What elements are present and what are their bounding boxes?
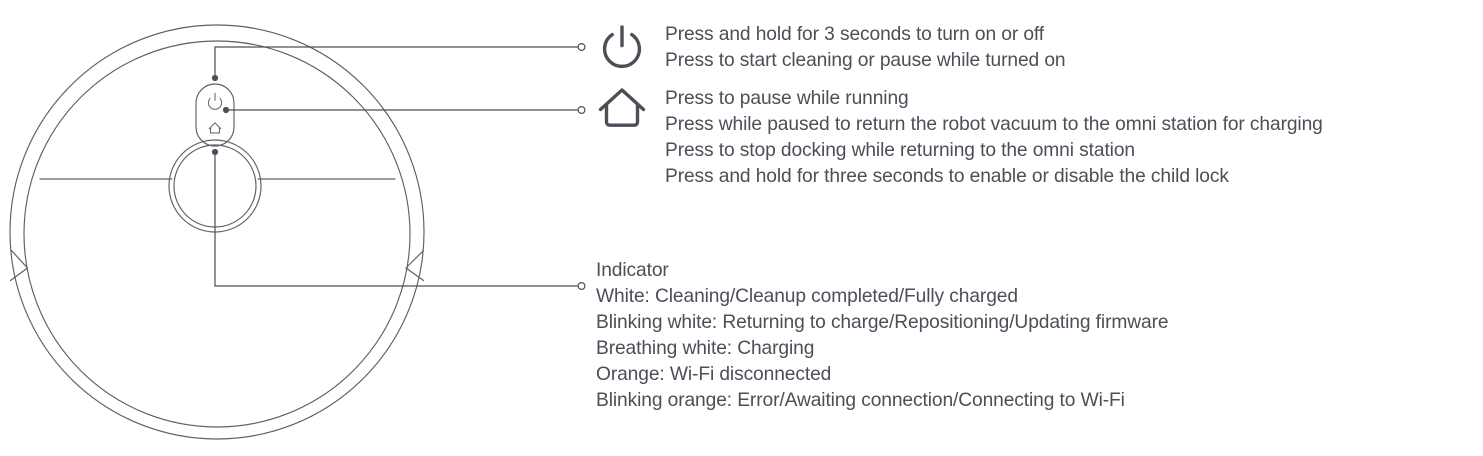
callout-home-text: Press to pause while running Press while… — [665, 86, 1323, 190]
leader-line-indicator — [214, 152, 578, 287]
callout-home-line-4: Press and hold for three seconds to enab… — [665, 166, 1229, 187]
panel-power-icon — [207, 92, 223, 110]
vacuum-bumper-outline — [23, 40, 411, 428]
callout-indicator-text: Indicator White: Cleaning/Cleanup comple… — [596, 258, 1169, 414]
bumper-notch-right — [405, 249, 425, 282]
callout-home-line-2: Press while paused to return the robot v… — [665, 114, 1323, 135]
home-icon — [598, 88, 646, 127]
power-icon — [602, 25, 642, 69]
callout-power-line-2: Press to start cleaning or pause while t… — [665, 50, 1066, 71]
leader-endpoint-home — [577, 105, 586, 114]
button-panel-outline — [195, 83, 235, 147]
leader-dot-power — [211, 74, 219, 82]
indicator-state-blinking-orange: Blinking orange: Error/Awaiting connecti… — [596, 390, 1125, 411]
leader-endpoint-indicator — [577, 282, 586, 291]
callout-power-text: Press and hold for 3 seconds to turn on … — [665, 22, 1066, 74]
panel-home-icon — [208, 122, 222, 134]
leader-dot-home — [222, 106, 230, 114]
leader-dot-indicator — [211, 148, 219, 156]
indicator-state-white: White: Cleaning/Cleanup completed/Fully … — [596, 286, 1018, 307]
leader-endpoint-power — [577, 42, 586, 51]
callout-power-line-1: Press and hold for 3 seconds to turn on … — [665, 24, 1045, 45]
vacuum-body-outline — [9, 24, 425, 440]
indicator-state-breathing-white: Breathing white: Charging — [596, 338, 815, 359]
indicator-state-orange: Orange: Wi-Fi disconnected — [596, 364, 832, 385]
indicator-title: Indicator — [596, 260, 669, 281]
callout-home-line-1: Press to pause while running — [665, 88, 909, 109]
bumper-notch-left — [9, 249, 29, 282]
leader-line-power — [214, 46, 578, 78]
callout-home-line-3: Press to stop docking while returning to… — [665, 140, 1135, 161]
indicator-state-blinking-white: Blinking white: Returning to charge/Repo… — [596, 312, 1169, 333]
